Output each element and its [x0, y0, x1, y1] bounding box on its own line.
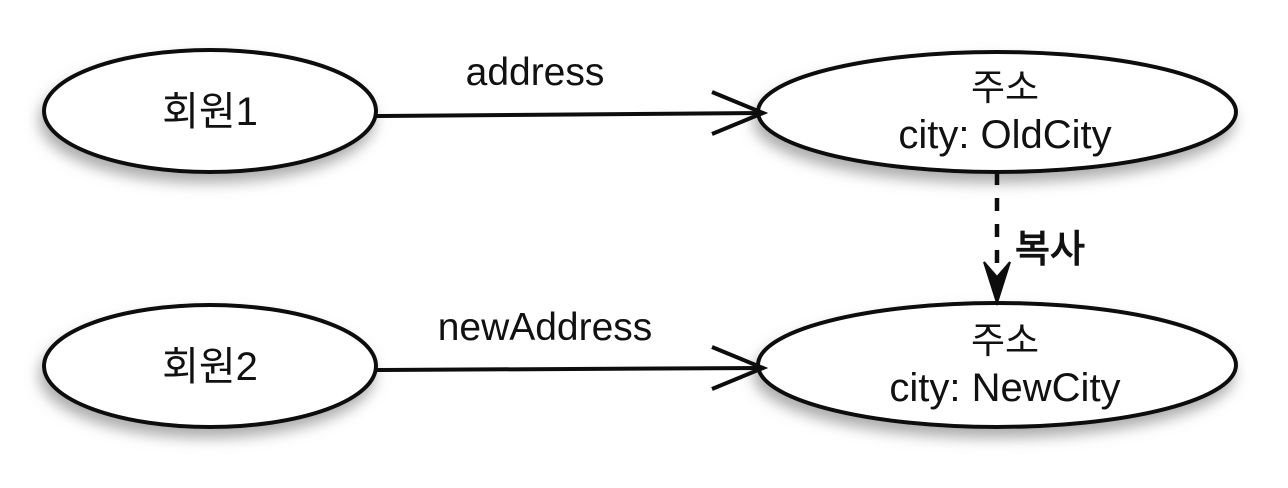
node-member1[interactable]: 회원1 [42, 48, 378, 174]
node-new-address[interactable]: 주소 city: NewCity [756, 301, 1238, 429]
node-member2-label: 회원2 [162, 345, 258, 389]
node-member1-label: 회원1 [162, 90, 258, 134]
edge-address-line [375, 111, 763, 118]
node-old-address[interactable]: 주소 city: OldCity [756, 50, 1238, 174]
node-member1-shape [42, 48, 378, 174]
node-old-address-title: 주소 [971, 67, 1039, 108]
edge-new-address-label: newAddress [438, 306, 653, 349]
edge-new-address[interactable]: newAddress [375, 306, 769, 391]
node-new-address-property: city: NewCity [889, 366, 1120, 410]
node-member2-shape [42, 303, 378, 429]
edge-new-address-line [375, 366, 763, 372]
edge-address-label: address [466, 51, 605, 94]
edge-copy-label: 복사 [1015, 229, 1085, 271]
node-old-address-property: city: OldCity [898, 113, 1111, 157]
edge-address-arrowhead [711, 90, 769, 136]
edge-address[interactable]: address [375, 51, 769, 136]
node-member2[interactable]: 회원2 [42, 303, 378, 429]
edge-new-address-arrowhead [711, 345, 769, 391]
edge-copy[interactable]: 복사 [983, 172, 1085, 307]
edge-copy-arrowhead [983, 261, 1011, 307]
node-new-address-title: 주소 [971, 320, 1039, 361]
